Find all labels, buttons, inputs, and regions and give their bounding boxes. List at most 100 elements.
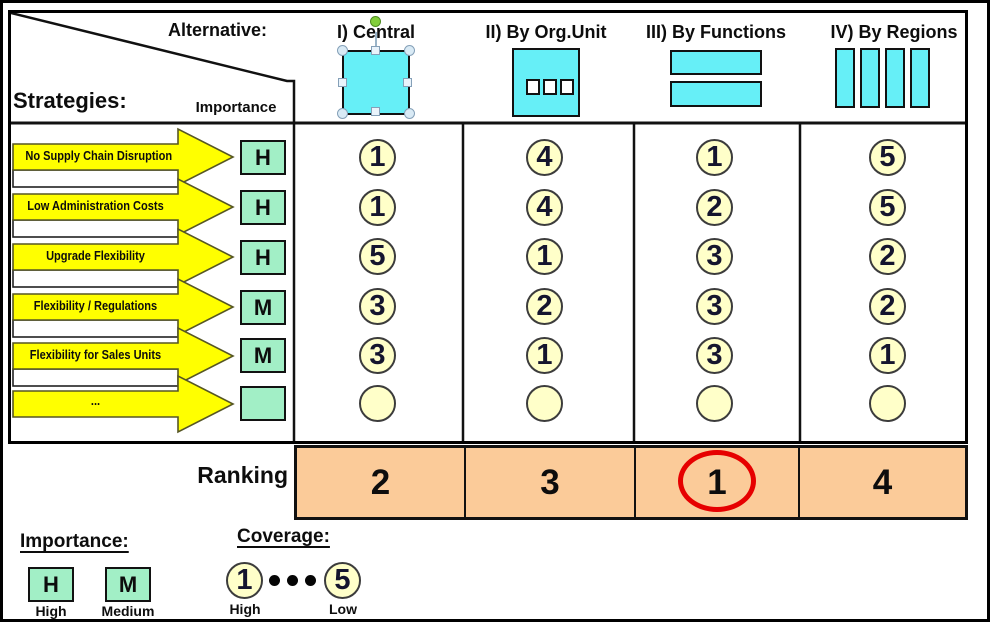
importance-box: H bbox=[240, 140, 286, 175]
score-value: 3 bbox=[706, 339, 723, 371]
selection-handle[interactable] bbox=[404, 108, 415, 119]
strategy-arrow bbox=[12, 127, 235, 187]
score-circle bbox=[869, 385, 906, 422]
arrow-gap-box bbox=[12, 269, 181, 288]
importance-column-label: Importance bbox=[195, 99, 277, 116]
legend-coverage-low-label: Low bbox=[329, 601, 357, 617]
regions-bars-icon bbox=[860, 48, 880, 108]
selection-handle[interactable] bbox=[337, 108, 348, 119]
table-grid bbox=[10, 11, 965, 441]
score-circle: 4 bbox=[526, 189, 563, 226]
ranking-label: Ranking bbox=[197, 462, 288, 488]
score-circle: 1 bbox=[526, 238, 563, 275]
score-value: 2 bbox=[879, 290, 896, 322]
ranking-cell: 2 bbox=[370, 462, 391, 502]
score-value: 3 bbox=[706, 240, 723, 272]
score-value: 1 bbox=[536, 339, 553, 371]
rotation-handle[interactable] bbox=[370, 16, 381, 27]
regions-bars-icon bbox=[885, 48, 905, 108]
strategy-label: Upgrade Flexibility bbox=[46, 248, 145, 263]
score-circle: 1 bbox=[526, 337, 563, 374]
org-unit-sub-box bbox=[526, 79, 540, 95]
legend-importance-high-box: H bbox=[28, 567, 74, 602]
score-value: 2 bbox=[879, 240, 896, 272]
selection-handle[interactable] bbox=[338, 78, 347, 87]
strategy-arrow bbox=[12, 326, 235, 386]
strategy-label: Low Administration Costs bbox=[27, 198, 164, 213]
score-circle: 5 bbox=[869, 189, 906, 226]
selection-handle[interactable] bbox=[404, 45, 415, 56]
score-value: 3 bbox=[369, 339, 386, 371]
score-circle: 3 bbox=[359, 337, 396, 374]
ellipsis-dot bbox=[305, 575, 316, 586]
legend-coverage-low-circle: 5 bbox=[324, 562, 361, 599]
score-value: 1 bbox=[369, 141, 386, 173]
score-value: 1 bbox=[706, 141, 723, 173]
score-value: 5 bbox=[369, 240, 386, 272]
legend-importance-high-label: High bbox=[35, 603, 67, 619]
score-value: 2 bbox=[706, 191, 723, 223]
evaluation-table bbox=[8, 10, 968, 444]
header-diagonal-line bbox=[10, 11, 296, 441]
strategies-label: Strategies: bbox=[13, 88, 127, 113]
ranking-row: 2 3 1 4 bbox=[294, 445, 968, 520]
score-value: 3 bbox=[706, 290, 723, 322]
score-value: 5 bbox=[334, 564, 351, 596]
score-value: 1 bbox=[879, 339, 896, 371]
org-unit-square-icon bbox=[512, 48, 580, 117]
arrow-gap-box bbox=[12, 368, 181, 387]
strategy-arrow bbox=[12, 374, 235, 434]
score-circle: 3 bbox=[696, 238, 733, 275]
legend-importance-title: Importance: bbox=[20, 531, 129, 552]
score-circle: 3 bbox=[696, 337, 733, 374]
ranking-cell: 4 bbox=[798, 448, 965, 517]
score-circle: 2 bbox=[869, 288, 906, 325]
regions-bars-icon bbox=[835, 48, 855, 108]
score-circle: 2 bbox=[526, 288, 563, 325]
legend-coverage-high-circle: 1 bbox=[226, 562, 263, 599]
selection-handle[interactable] bbox=[371, 107, 380, 116]
strategy-label: Flexibility / Regulations bbox=[33, 298, 158, 313]
ellipsis-dot bbox=[269, 575, 280, 586]
score-value: 1 bbox=[236, 564, 253, 596]
functions-bars-icon bbox=[670, 50, 762, 75]
central-square-icon[interactable] bbox=[337, 16, 415, 119]
score-circle: 4 bbox=[526, 139, 563, 176]
score-circle bbox=[696, 385, 733, 422]
score-value: 5 bbox=[879, 191, 896, 223]
strategy-arrows bbox=[12, 127, 235, 434]
score-circle: 2 bbox=[696, 189, 733, 226]
rotation-handle-line bbox=[375, 32, 377, 48]
score-circle: 5 bbox=[359, 238, 396, 275]
score-circle: 1 bbox=[869, 337, 906, 374]
score-circle: 1 bbox=[696, 139, 733, 176]
score-circle: 2 bbox=[869, 238, 906, 275]
selection-handle[interactable] bbox=[403, 78, 412, 87]
column-title-functions: III) By Functions bbox=[645, 22, 786, 42]
column-title-org-unit: II) By Org.Unit bbox=[485, 22, 607, 42]
strategy-arrow bbox=[12, 177, 235, 237]
importance-box: H bbox=[240, 190, 286, 225]
alternative-label: Alternative: bbox=[167, 20, 268, 40]
ranking-cell: 3 bbox=[464, 448, 634, 517]
score-value: 1 bbox=[369, 191, 386, 223]
selection-handle[interactable] bbox=[371, 46, 380, 55]
selection-handle[interactable] bbox=[337, 45, 348, 56]
arrow-gap-box bbox=[12, 169, 181, 188]
score-circle bbox=[359, 385, 396, 422]
strategy-arrow bbox=[12, 227, 235, 287]
winner-highlight-ellipse bbox=[678, 450, 756, 512]
score-value: 2 bbox=[536, 290, 553, 322]
importance-box: M bbox=[240, 338, 286, 373]
org-unit-sub-box bbox=[560, 79, 574, 95]
score-value: 4 bbox=[536, 191, 553, 223]
org-unit-sub-box bbox=[543, 79, 557, 95]
importance-box: M bbox=[240, 290, 286, 325]
score-circle: 3 bbox=[359, 288, 396, 325]
score-circle: 1 bbox=[359, 139, 396, 176]
column-title-regions: IV) By Regions bbox=[830, 22, 958, 42]
score-circle: 3 bbox=[696, 288, 733, 325]
regions-bars-icon bbox=[910, 48, 930, 108]
legend-importance-medium-label: Medium bbox=[101, 603, 155, 619]
